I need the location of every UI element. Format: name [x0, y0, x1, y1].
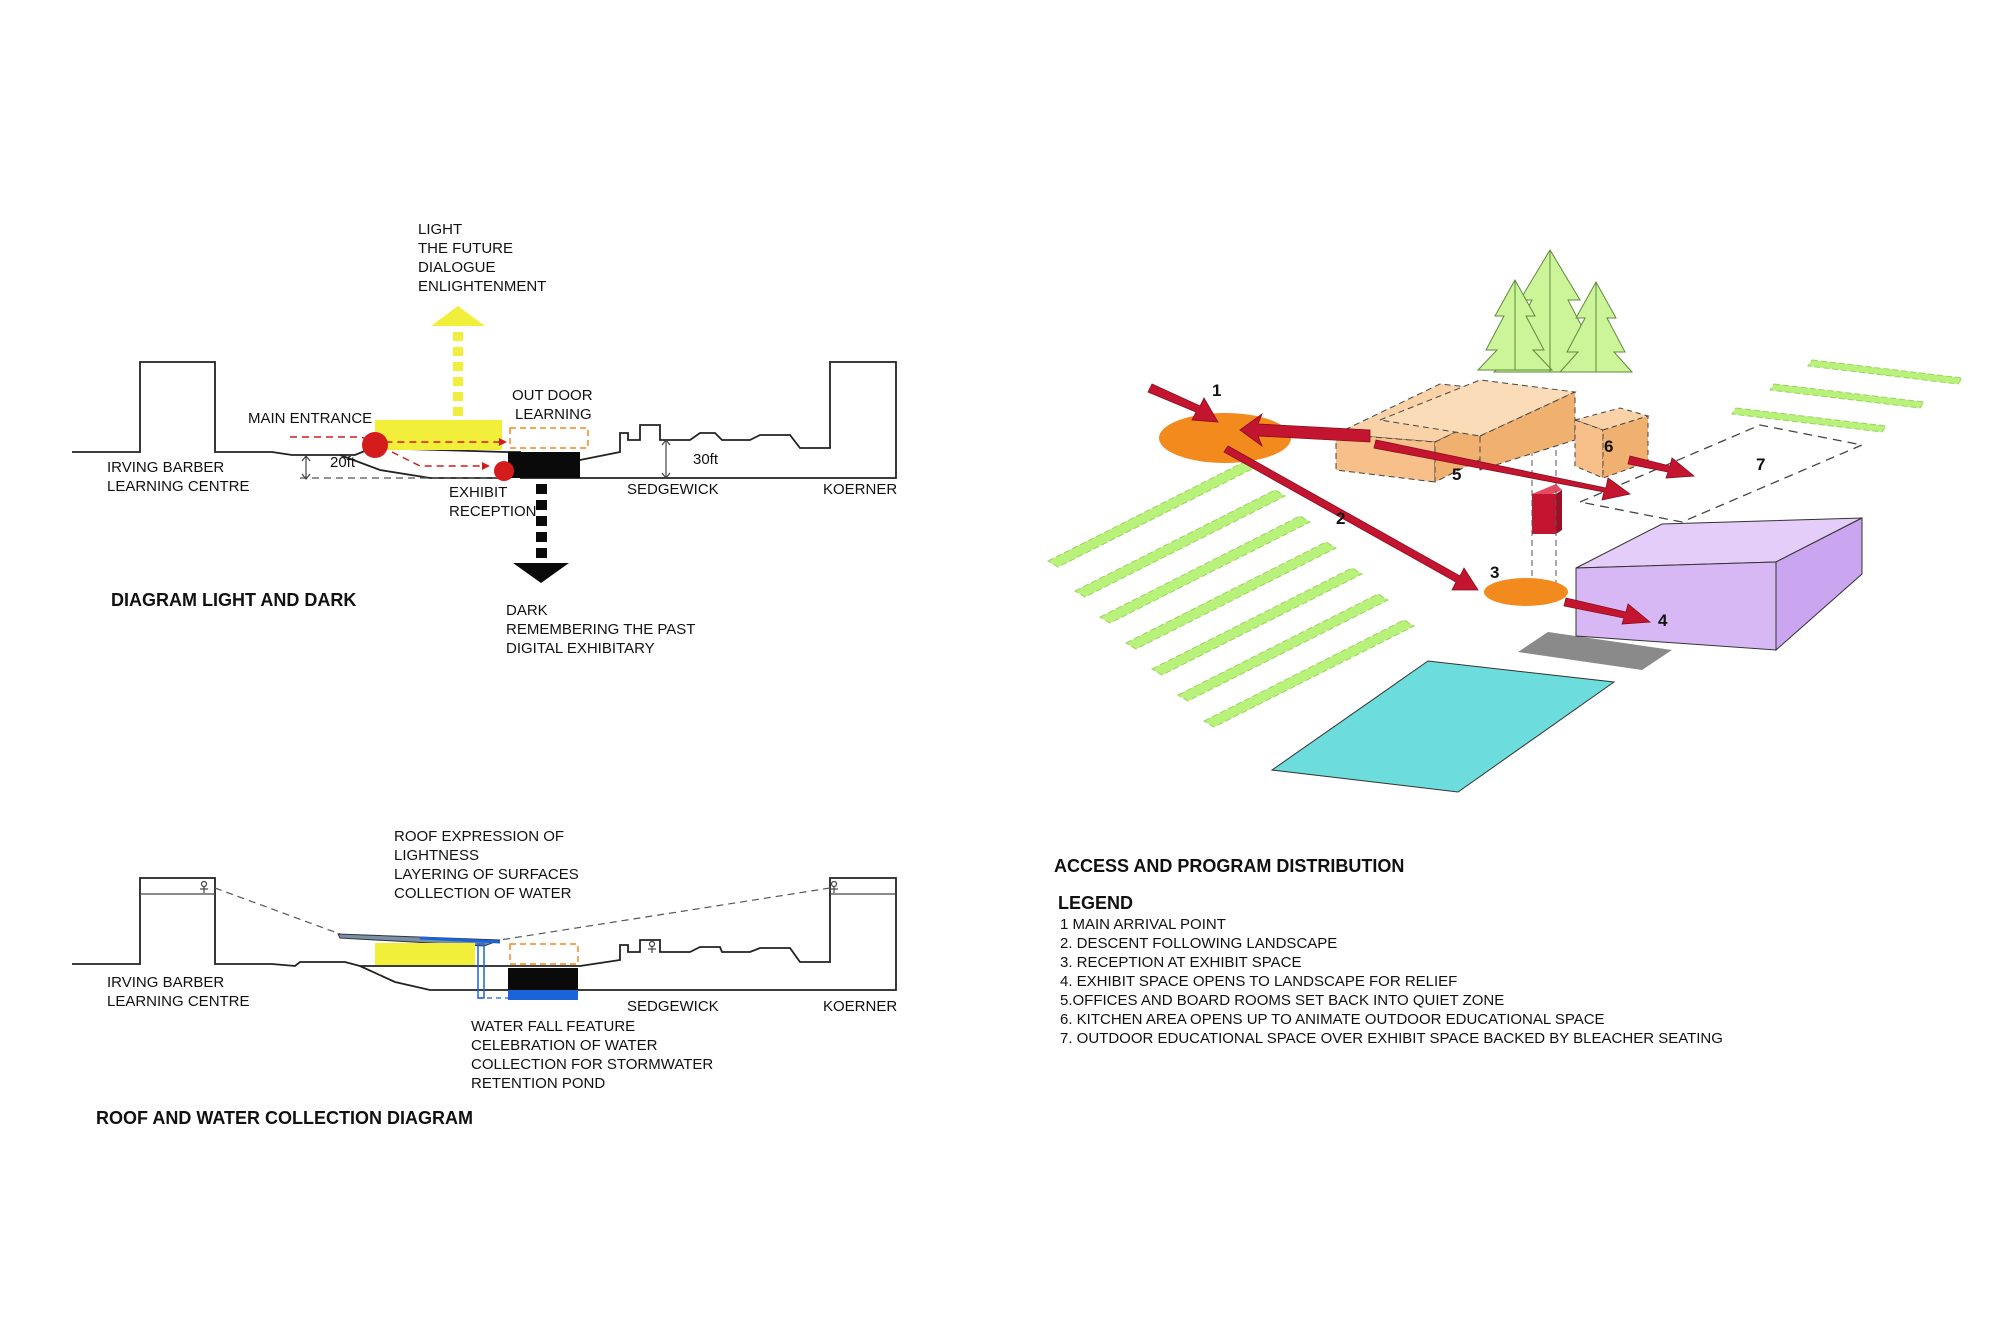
retention-pond-plan — [1270, 660, 1616, 793]
exhibit-volume — [1575, 517, 1863, 652]
reception-disc-3 — [1484, 578, 1568, 606]
entrance-flow-lower — [391, 451, 490, 470]
outdoor-learning-box — [509, 427, 589, 449]
exhibit-arrow — [1563, 597, 1652, 625]
landscape-strips-left — [1046, 459, 1416, 728]
section2-profile-top — [72, 877, 897, 991]
program-number-7: 7 — [1756, 455, 1765, 474]
outdoor-space-outline — [1577, 424, 1865, 523]
dark-label: DARK REMEMBERING THE PAST DIGITAL EXHIBI… — [506, 602, 699, 657]
legend-item: 2. DESCENT FOLLOWING LANDSCAPE — [1060, 935, 1337, 952]
koerner-label-2: KOERNER — [823, 998, 897, 1015]
program-number-1: 1 — [1212, 381, 1221, 400]
legend-title: LEGEND — [1058, 893, 1133, 913]
program-number-5: 5 — [1452, 465, 1461, 484]
light-dark-diagram: LIGHT THE FUTURE DIALOGUE ENLIGHTENMENT … — [72, 221, 897, 657]
light-label: LIGHT THE FUTURE DIALOGUE ENLIGHTENMENT — [418, 221, 546, 295]
roof-outdoor-box — [509, 943, 579, 965]
arrival-disc-1 — [1159, 413, 1291, 463]
sightline-right — [499, 887, 831, 941]
program-number-3: 3 — [1490, 563, 1499, 582]
koerner-label: KOERNER — [823, 481, 897, 498]
program-number-6: 6 — [1604, 437, 1613, 456]
arrival-arrow — [1147, 383, 1219, 423]
legend-item: 3. RECEPTION AT EXHIBIT SPACE — [1060, 954, 1301, 971]
exhibit-reception-dot — [494, 461, 514, 481]
arrow-to-office — [1239, 412, 1371, 448]
irving-barber-label-2: IRVING BARBER LEARNING CENTRE — [107, 974, 250, 1010]
landscape-strips-right — [1731, 359, 1963, 433]
sedgewick-label-2: SEDGEWICK — [627, 998, 719, 1015]
tree-icon — [1476, 249, 1634, 373]
light-volume — [375, 420, 502, 450]
roof-expression-label: ROOF EXPRESSION OF LIGHTNESS LAYERING OF… — [394, 828, 583, 902]
legend-item: 6. KITCHEN AREA OPENS UP TO ANIMATE OUTD… — [1060, 1011, 1605, 1028]
grey-pad — [1518, 632, 1672, 670]
diagram1-title: DIAGRAM LIGHT AND DARK — [111, 590, 356, 610]
dim-20ft-label: 20ft — [330, 454, 356, 471]
dark-volume — [508, 452, 580, 478]
roof-water-line — [419, 936, 501, 944]
main-entrance-label: MAIN ENTRANCE — [248, 410, 372, 427]
access-program-diagram: 1 2 3 4 5 6 7 ACCESS AND PROGRAM DISTRIB… — [1046, 249, 1963, 1047]
main-entrance-dot — [362, 432, 388, 458]
dimension-20ft — [301, 455, 311, 480]
person-figure-center — [648, 940, 656, 953]
legend-item: 4. EXHIBIT SPACE OPENS TO LANDSCAPE FOR … — [1060, 973, 1457, 990]
person-figure-right — [830, 880, 838, 893]
access-arrows — [1147, 383, 1696, 625]
irving-barber-label: IRVING BARBER LEARNING CENTRE — [107, 459, 250, 495]
kitchen-out-arrow — [1627, 455, 1696, 479]
retention-pond — [508, 990, 578, 1000]
person-figure-left — [200, 880, 208, 893]
legend-item: 5.OFFICES AND BOARD ROOMS SET BACK INTO … — [1060, 992, 1504, 1009]
sedgewick-label: SEDGEWICK — [627, 481, 719, 498]
section-profile-top — [72, 361, 897, 479]
legend-item: 7. OUTDOOR EDUCATIONAL SPACE OVER EXHIBI… — [1060, 1030, 1723, 1047]
roof-light-volume — [375, 943, 475, 965]
roof-dark-volume — [508, 968, 578, 990]
roof-water-diagram: ROOF EXPRESSION OF LIGHTNESS LAYERING OF… — [72, 828, 897, 1128]
outdoor-learning-label: OUT DOOR LEARNING — [512, 387, 597, 423]
dim-30ft-label: 30ft — [693, 451, 719, 468]
program-number-2: 2 — [1336, 509, 1345, 528]
descent-arrow — [1223, 445, 1479, 591]
section-profile-slope — [339, 454, 505, 479]
sightline-left — [214, 887, 341, 935]
dark-down-arrow — [513, 484, 569, 583]
program-number-4: 4 — [1658, 611, 1668, 630]
light-up-arrow — [431, 306, 485, 416]
diagram2-title: ROOF AND WATER COLLECTION DIAGRAM — [96, 1108, 473, 1128]
legend-list: 1 MAIN ARRIVAL POINT 2. DESCENT FOLLOWIN… — [1060, 916, 1723, 1047]
diagram3-title: ACCESS AND PROGRAM DISTRIBUTION — [1054, 856, 1404, 876]
vertical-circulation-core — [1531, 420, 1562, 594]
through-office-arrow — [1373, 439, 1631, 501]
waterfall-label: WATER FALL FEATURE CELEBRATION OF WATER … — [471, 1018, 717, 1092]
exhibit-reception-label: EXHIBIT RECEPTION — [449, 484, 537, 520]
legend-item: 1 MAIN ARRIVAL POINT — [1060, 916, 1226, 933]
section2-profile-slope — [359, 965, 520, 991]
dimension-30ft — [661, 439, 671, 479]
